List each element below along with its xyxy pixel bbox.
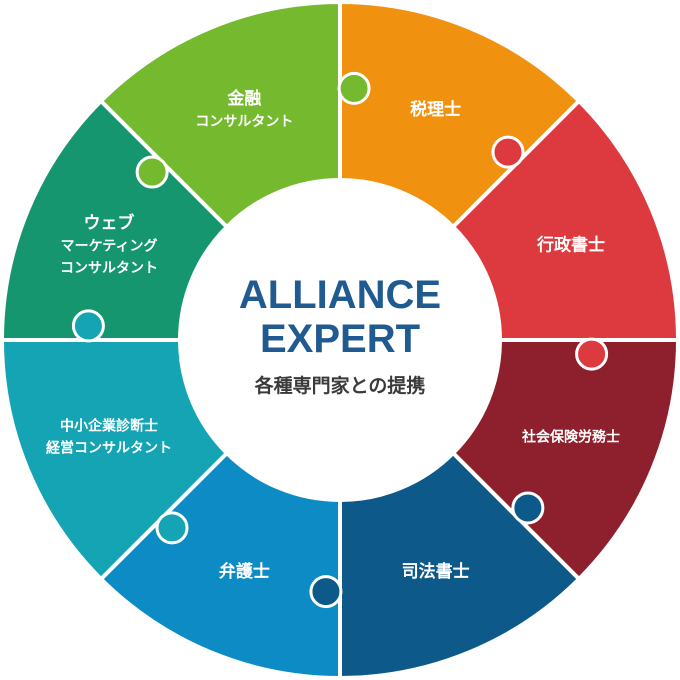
segment-label-zeirishi: 税理士: [410, 99, 461, 120]
puzzle-knob: [71, 309, 105, 343]
puzzle-knob: [309, 575, 343, 609]
puzzle-knob: [155, 511, 189, 545]
segment-label-shindanshi: 中小企業診断士: [60, 418, 158, 435]
puzzle-knob: [337, 71, 371, 105]
segment-label-web-consultant: コンサルタント: [60, 260, 158, 276]
segment-label-shindanshi: 経営コンサルタント: [46, 440, 172, 457]
center-title-line1: ALLIANCE: [239, 273, 441, 317]
center-title-line2: EXPERT: [260, 317, 420, 361]
segment-label-finance-consultant: コンサルタント: [195, 114, 293, 130]
segment-label-bengoshi: 弁護士: [219, 561, 270, 582]
puzzle-knob: [491, 135, 525, 169]
segment-label-finance-consultant: 金融: [226, 88, 261, 109]
segment-label-web-consultant: マーケティング: [61, 237, 158, 254]
segment-label-shihoshoshi: 司法書士: [402, 561, 470, 582]
center-subtitle: 各種専門家との提携: [254, 374, 426, 397]
center-circle: [180, 180, 500, 500]
puzzle-knob: [575, 337, 609, 371]
segment-label-sharoshi: 社会保険労務士: [521, 429, 620, 446]
segment-label-web-consultant: ウェブ: [84, 212, 135, 233]
puzzle-knob: [511, 491, 545, 525]
segment-label-gyoseishoshi: 行政書士: [536, 234, 605, 255]
puzzle-knob: [135, 155, 169, 189]
